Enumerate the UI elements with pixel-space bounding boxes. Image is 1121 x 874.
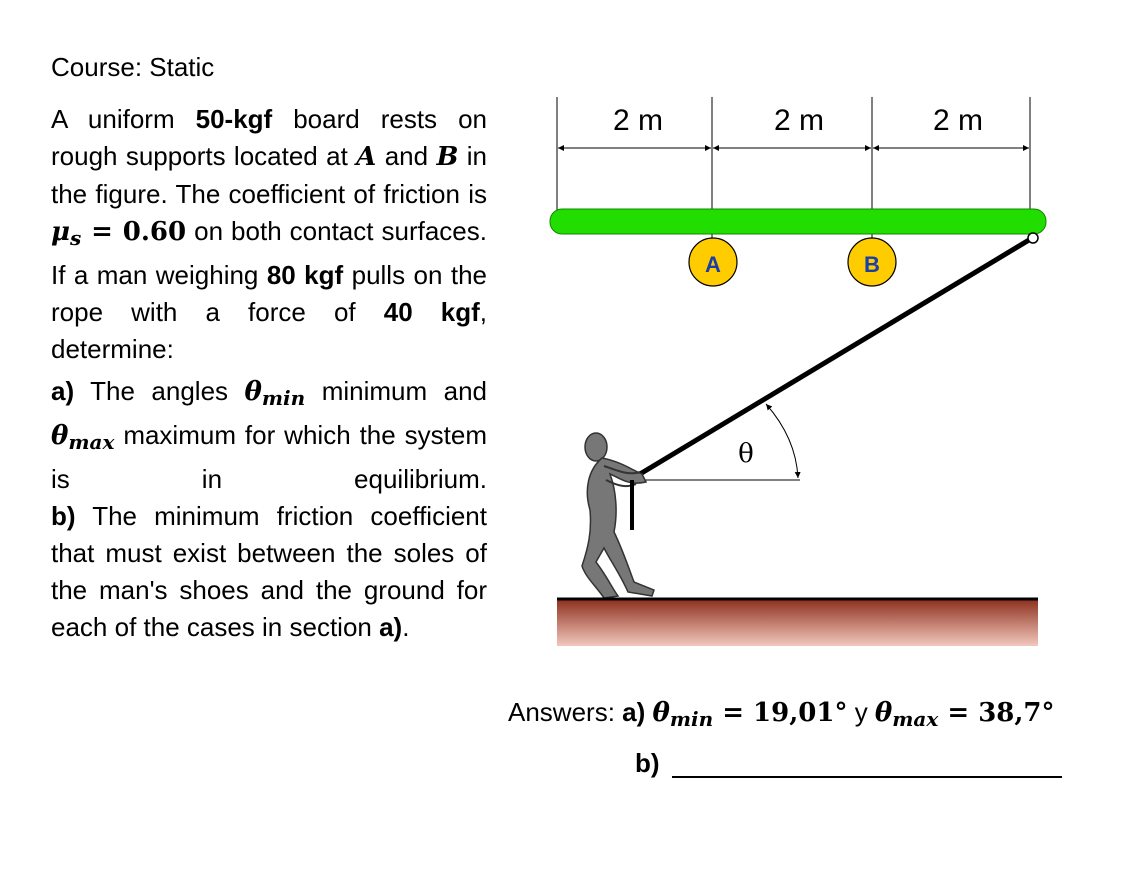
course-title: Course: Static (51, 52, 215, 82)
text: A uniform (51, 104, 196, 134)
question-b-label: b) (51, 501, 76, 531)
angle-theta-label: θ (738, 439, 754, 469)
point-a-ref: A (356, 142, 377, 172)
rope-force: 40 kgf (383, 297, 480, 327)
answer-a-label: a) (622, 697, 653, 727)
max-subscript: max (68, 430, 115, 454)
rope (637, 234, 1037, 477)
theta-symbol: θ (874, 698, 893, 728)
text: in the figure. The coefficient of fricti… (51, 141, 488, 209)
dimension-label: 2 m (933, 104, 983, 137)
answer-b-blank (672, 776, 1062, 778)
text: maximum for which the system is in equil… (51, 420, 487, 494)
answers-line: Answers: a) θmin = 19,01° y θmax = 38,7° (508, 697, 1055, 731)
point-b-ref: B (436, 142, 459, 172)
answers-prefix: Answers: (508, 697, 623, 727)
ground (557, 598, 1038, 646)
min-subscript: min (261, 386, 306, 410)
question-a-label: a) (51, 376, 75, 406)
theta-symbol: θ (51, 421, 69, 451)
rope-attachment (1027, 232, 1039, 244)
text: The minimum friction coefficient that mu… (51, 501, 487, 642)
text: minimum and (305, 376, 488, 406)
text: board rests on rough supports located at (51, 104, 487, 171)
min-subscript: min (669, 707, 714, 731)
text: and (376, 141, 437, 171)
mu-value: = 0.60 (81, 217, 187, 247)
text: , determine: (51, 297, 487, 364)
mu-symbol: μ (51, 217, 71, 247)
theta-symbol: θ (652, 698, 670, 728)
text: The angles (74, 376, 245, 406)
question-a: a) The angles θmin minimum and θmax maxi… (51, 373, 487, 498)
board-weight: 50-kgf (195, 104, 273, 134)
support-b (847, 237, 897, 287)
question-b: b) The minimum friction coefficient that… (51, 498, 487, 646)
max-subscript: max (892, 707, 939, 731)
support-a-label: A (705, 252, 721, 277)
dimension-label: 2 m (613, 104, 663, 137)
man-weight: 80 kgf (266, 260, 344, 290)
theta-min-value: = 19,01° (713, 698, 848, 728)
board (549, 208, 1047, 235)
text: pulls on the rope with a force of (51, 260, 487, 327)
text: . (402, 612, 410, 642)
section-ref: a) (379, 612, 403, 642)
theta-max-value: = 38,7° (938, 698, 1055, 728)
theta-symbol: θ (244, 377, 262, 407)
man-pulling-rope (581, 432, 655, 599)
mu-subscript: s (70, 226, 82, 250)
dimension-label: 2 m (774, 104, 824, 137)
answer-b-label: b) (635, 748, 660, 778)
text: on both contact surfaces. If a man weigh… (51, 216, 487, 290)
angle-arc (765, 403, 801, 479)
problem-statement: A uniform 50-kgf board rests on rough su… (51, 101, 487, 368)
board-figure: 2 m 2 m 2 m A B θ (549, 97, 1047, 646)
support-b-label: B (864, 252, 880, 277)
text: y (847, 697, 875, 727)
support-a (688, 237, 738, 287)
